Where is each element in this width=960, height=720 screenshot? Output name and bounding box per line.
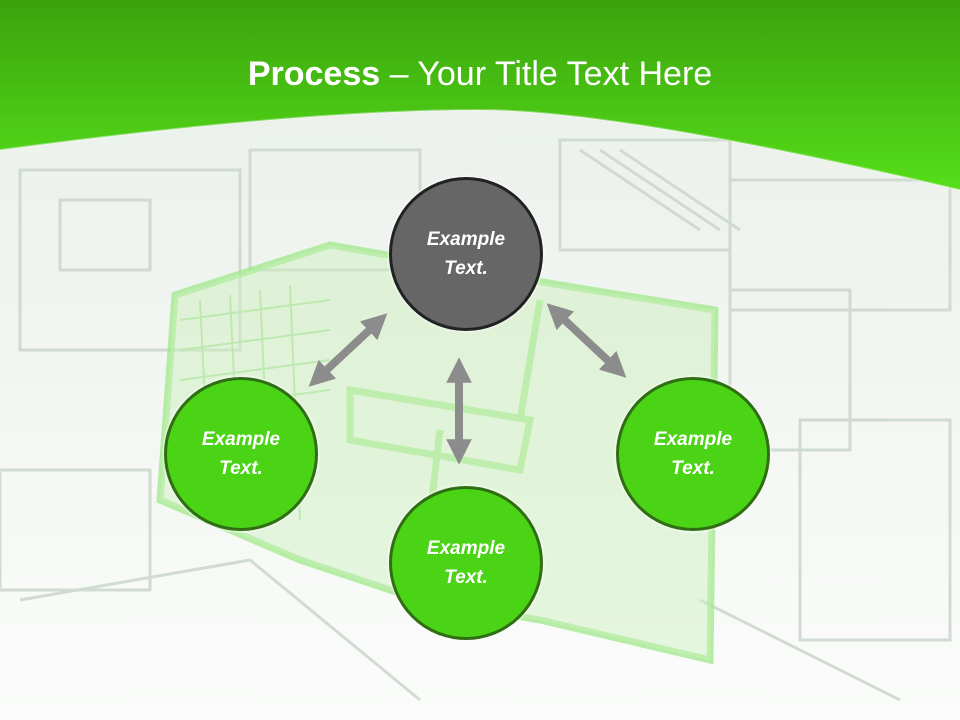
slide-title: Process – Your Title Text Here <box>0 52 960 96</box>
process-step-left: Example Text. <box>164 377 318 531</box>
process-step-top: Example Text. <box>389 177 543 331</box>
process-step-label: Example Text. <box>201 429 281 479</box>
title-bold: Process <box>247 55 381 93</box>
process-step-label: Example Text. <box>426 229 506 279</box>
double-arrow-icon <box>308 313 388 387</box>
process-step-bottom: Example Text. <box>389 486 543 640</box>
process-step-right: Example Text. <box>616 377 770 531</box>
process-step-label: Example Text. <box>426 538 506 588</box>
process-step-label: Example Text. <box>653 429 733 479</box>
blueprint-background <box>0 138 952 702</box>
title-rest: – Your Title Text Here <box>380 55 713 93</box>
double-arrow-icon <box>546 303 627 378</box>
